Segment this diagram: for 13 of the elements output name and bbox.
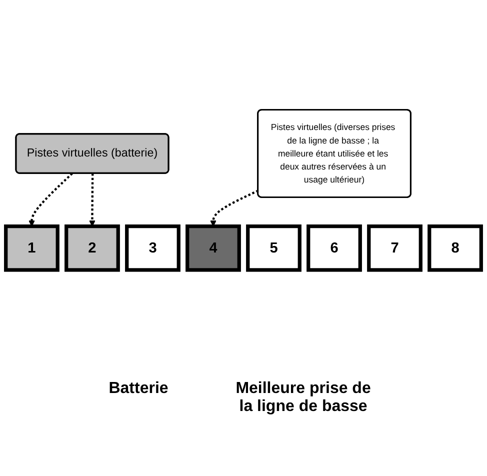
track-caption: Batterie — [108, 380, 168, 399]
node-box: 4 — [186, 224, 241, 272]
node-box: 3 — [125, 224, 180, 272]
arrow — [210, 190, 259, 227]
node-box: 2 — [64, 224, 120, 272]
node-box: 6 — [306, 224, 362, 272]
node-box: 7 — [367, 224, 422, 272]
node-box: 5 — [246, 224, 302, 272]
node-box: 8 — [428, 224, 483, 272]
arrow — [28, 172, 73, 227]
track-caption: Meilleure prise de la ligne de basse — [234, 380, 372, 416]
node-box: 1 — [4, 224, 60, 272]
arrow — [89, 174, 96, 227]
